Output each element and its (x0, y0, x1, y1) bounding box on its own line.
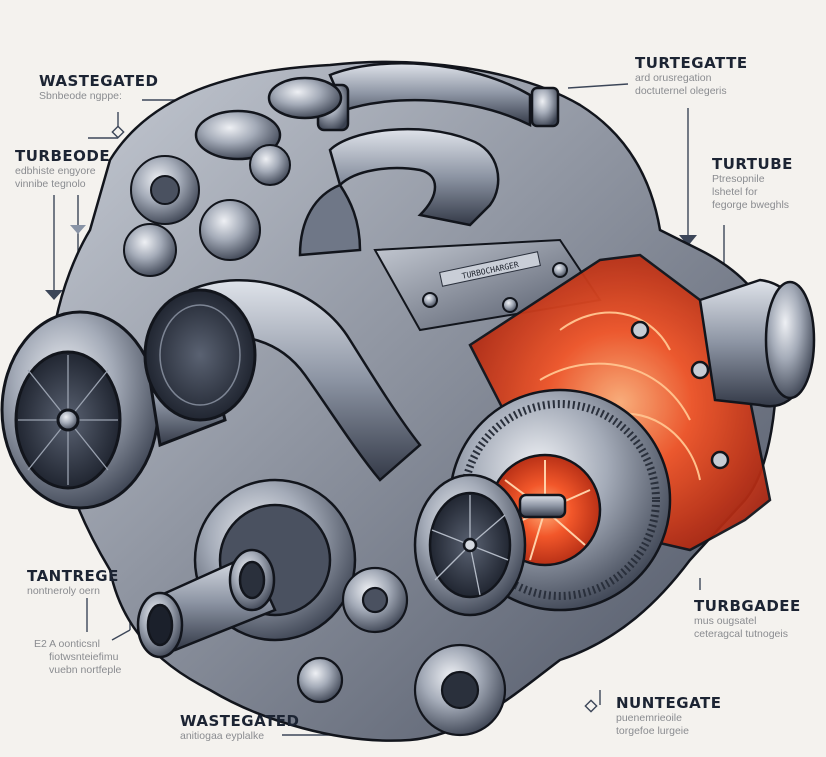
pulleys (296, 566, 507, 737)
arrow-down-icon (679, 235, 697, 246)
left-turbocharger (0, 288, 257, 510)
callout-desc: ceteragcal tutnogeis (694, 628, 788, 640)
callout-desc: fegorge bweghls (712, 199, 790, 211)
lower-left-turbo (136, 478, 357, 659)
callout-desc: vuebn nortfeple (49, 664, 122, 676)
callout-desc: vinnibe tegnolo (15, 178, 86, 190)
callout-desc: torgefoe lurgeie (616, 725, 689, 737)
callout-title: TANTREGE (27, 567, 119, 585)
callout-title: WASTEGATED (180, 712, 300, 730)
callout-desc: puenemrieoile (616, 712, 682, 724)
callout-top-right: TURTEGATTE ard orusregation doctuternel … (635, 54, 748, 98)
callout-desc: fiotwsnteiefimu (49, 651, 119, 663)
callout-desc: mus ougsatel (694, 615, 757, 627)
callout-bottom-right: NUNTEGATE puenemrieoile torgefoe lurgeie (616, 694, 722, 738)
callout-title: TURBEODE (15, 147, 111, 165)
diamond-marker-icon (111, 125, 125, 139)
callout-desc: anitiogaa eyplalke (180, 730, 265, 742)
center-compressor (413, 473, 527, 617)
callout-left-lower: TANTREGE nontneroly oern E2 A oonticsnl … (27, 567, 121, 677)
callout-desc: ard orusregation (635, 72, 712, 84)
callout-title: TURBGADEE (694, 597, 801, 615)
arrow-down-icon (70, 225, 86, 234)
callout-desc: doctuternel olegeris (635, 85, 727, 97)
callout-top-left: WASTEGATED Sbnbeode ngppe: (39, 72, 158, 103)
callout-title: WASTEGATED (39, 72, 159, 90)
callout-title: TURTEGATTE (635, 54, 748, 72)
leader-markers (45, 125, 697, 713)
right-outlet (698, 278, 816, 408)
callout-title: NUNTEGATE (616, 694, 722, 712)
arrow-down-icon (45, 290, 63, 300)
callout-title: TURTUBE (712, 155, 793, 173)
callout-bottom-center: WASTEGATED anitiogaa eyplalke (180, 712, 299, 743)
callout-right-upper: TURTUBE Ptresopnile lshetel for fegorge … (712, 155, 793, 212)
callout-left-upper: TURBEODE edbhiste engyore vinnibe tegnol… (15, 147, 110, 191)
intake-manifold (194, 62, 560, 257)
diamond-marker-icon (584, 699, 598, 713)
callout-desc: lshetel for (712, 186, 758, 198)
callout-right-lower: TURBGADEE mus ougsatel ceteragcal tutnog… (694, 597, 801, 641)
callout-desc: Ptresopnile (712, 173, 765, 185)
callout-desc: Sbnbeode ngppe: (39, 90, 122, 102)
callout-desc: edbhiste engyore (15, 165, 96, 177)
callout-desc: nontneroly oern (27, 585, 100, 597)
callout-desc: E2 A oonticsnl (34, 638, 100, 650)
left-components (123, 144, 291, 277)
